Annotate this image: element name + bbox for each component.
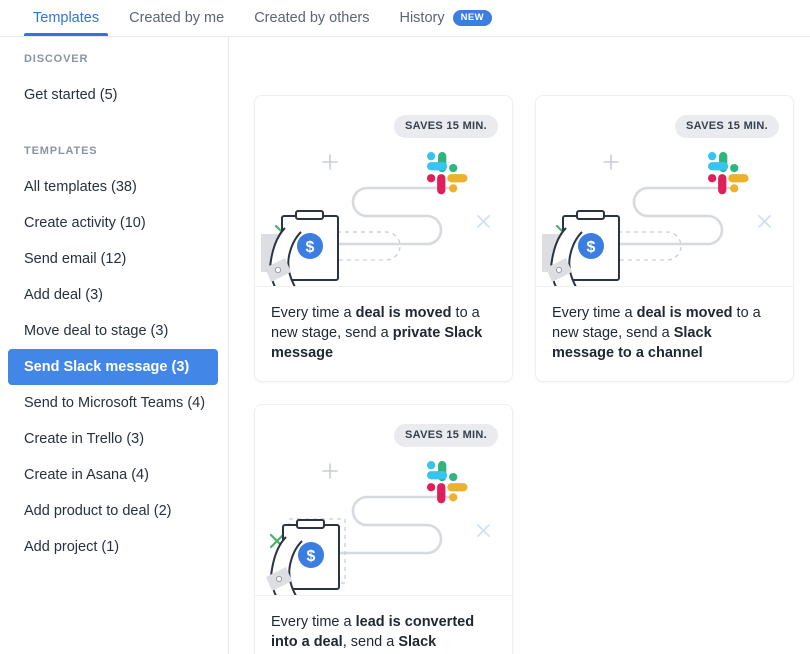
text-segment-bold: lead is converted into a deal	[271, 614, 475, 650]
card-description: Every time a deal is moved to a new stag…	[536, 287, 793, 381]
tab-label: History	[399, 10, 445, 26]
text-segment-bold: deal is moved	[355, 305, 452, 321]
deal-to-slack-illustration-icon: $	[542, 152, 771, 286]
sidebar-item-get-started[interactable]: Get started (5)	[24, 87, 118, 103]
tab-created-by-others[interactable]: Created by others	[239, 0, 384, 36]
tab-created-by-me[interactable]: Created by me	[114, 0, 239, 36]
card-description: Every time a lead is converted into a de…	[255, 596, 512, 654]
tab-label: Created by others	[254, 10, 370, 26]
text-segment-bold: deal is moved	[636, 305, 733, 321]
card-illustration: SAVES 15 MIN.	[255, 405, 512, 596]
saves-time-badge: SAVES 15 MIN.	[675, 115, 779, 138]
template-card[interactable]: SAVES 15 MIN.	[254, 95, 513, 382]
sidebar-item-create-activity[interactable]: Create activity (10)	[24, 215, 146, 231]
sidebar-item-move-deal-to-stage[interactable]: Move deal to stage (3)	[24, 323, 169, 339]
sidebar-list-discover: Get started (5)	[0, 77, 228, 113]
text-segment-bold: Slack message to a channel	[552, 325, 712, 361]
sidebar-item-send-to-microsoft-teams[interactable]: Send to Microsoft Teams (4)	[24, 395, 206, 411]
sidebar-item-add-deal[interactable]: Add deal (3)	[24, 287, 103, 303]
sidebar-item-create-in-asana[interactable]: Create in Asana (4)	[24, 467, 149, 483]
sidebar-list-templates: All templates (38) Create activity (10) …	[0, 169, 228, 565]
text-segment-bold: private Slack message	[271, 325, 483, 361]
deal-to-slack-illustration-icon: $	[261, 152, 490, 286]
template-card[interactable]: SAVES 15 MIN.	[535, 95, 794, 382]
card-illustration: SAVES 15 MIN.	[536, 96, 793, 287]
text-segment: to a new stage, send a	[552, 305, 761, 341]
template-card[interactable]: SAVES 15 MIN.	[254, 404, 513, 654]
text-segment-bold: Slack message to a channel	[398, 634, 437, 650]
sidebar-item-send-slack-message[interactable]: Send Slack message (3)	[8, 349, 218, 385]
card-illustration: SAVES 15 MIN.	[255, 96, 512, 287]
text-segment: Every time a	[271, 305, 356, 321]
svg-text:$: $	[587, 239, 596, 256]
text-segment: Every time a	[271, 614, 356, 630]
tab-templates[interactable]: Templates	[18, 0, 114, 36]
sidebar-item-add-project[interactable]: Add project (1)	[24, 539, 120, 555]
svg-text:$: $	[307, 548, 316, 565]
sidebar: DISCOVER Get started (5) TEMPLATES All t…	[0, 37, 229, 654]
tab-label: Templates	[33, 10, 100, 26]
lead-to-slack-illustration-icon: $	[266, 461, 490, 595]
text-segment: Every time a	[552, 305, 637, 321]
sidebar-item-add-product-to-deal[interactable]: Add product to deal (2)	[24, 503, 172, 519]
sidebar-item-create-in-trello[interactable]: Create in Trello (3)	[24, 431, 145, 447]
page-body: DISCOVER Get started (5) TEMPLATES All t…	[0, 37, 810, 654]
template-list-panel: SAVES 15 MIN.	[229, 37, 810, 654]
saves-time-badge: SAVES 15 MIN.	[394, 424, 498, 447]
template-card-grid: SAVES 15 MIN.	[254, 95, 810, 654]
saves-time-badge: SAVES 15 MIN.	[394, 115, 498, 138]
new-badge: NEW	[452, 10, 492, 26]
sidebar-section-title-templates: TEMPLATES	[24, 145, 98, 157]
sidebar-item-send-email[interactable]: Send email (12)	[24, 251, 127, 267]
sidebar-section-title-discover: DISCOVER	[24, 53, 89, 65]
tab-bar: Templates Created by me Created by other…	[0, 0, 810, 37]
card-description: Every time a deal is moved to a new stag…	[255, 287, 512, 381]
tab-label: Created by me	[129, 10, 225, 26]
text-segment: , send a	[342, 634, 399, 650]
tab-history[interactable]: History NEW	[384, 0, 507, 36]
sidebar-item-all-templates[interactable]: All templates (38)	[24, 179, 137, 195]
svg-text:$: $	[306, 239, 315, 256]
text-segment: to a new stage, send a	[271, 305, 480, 341]
